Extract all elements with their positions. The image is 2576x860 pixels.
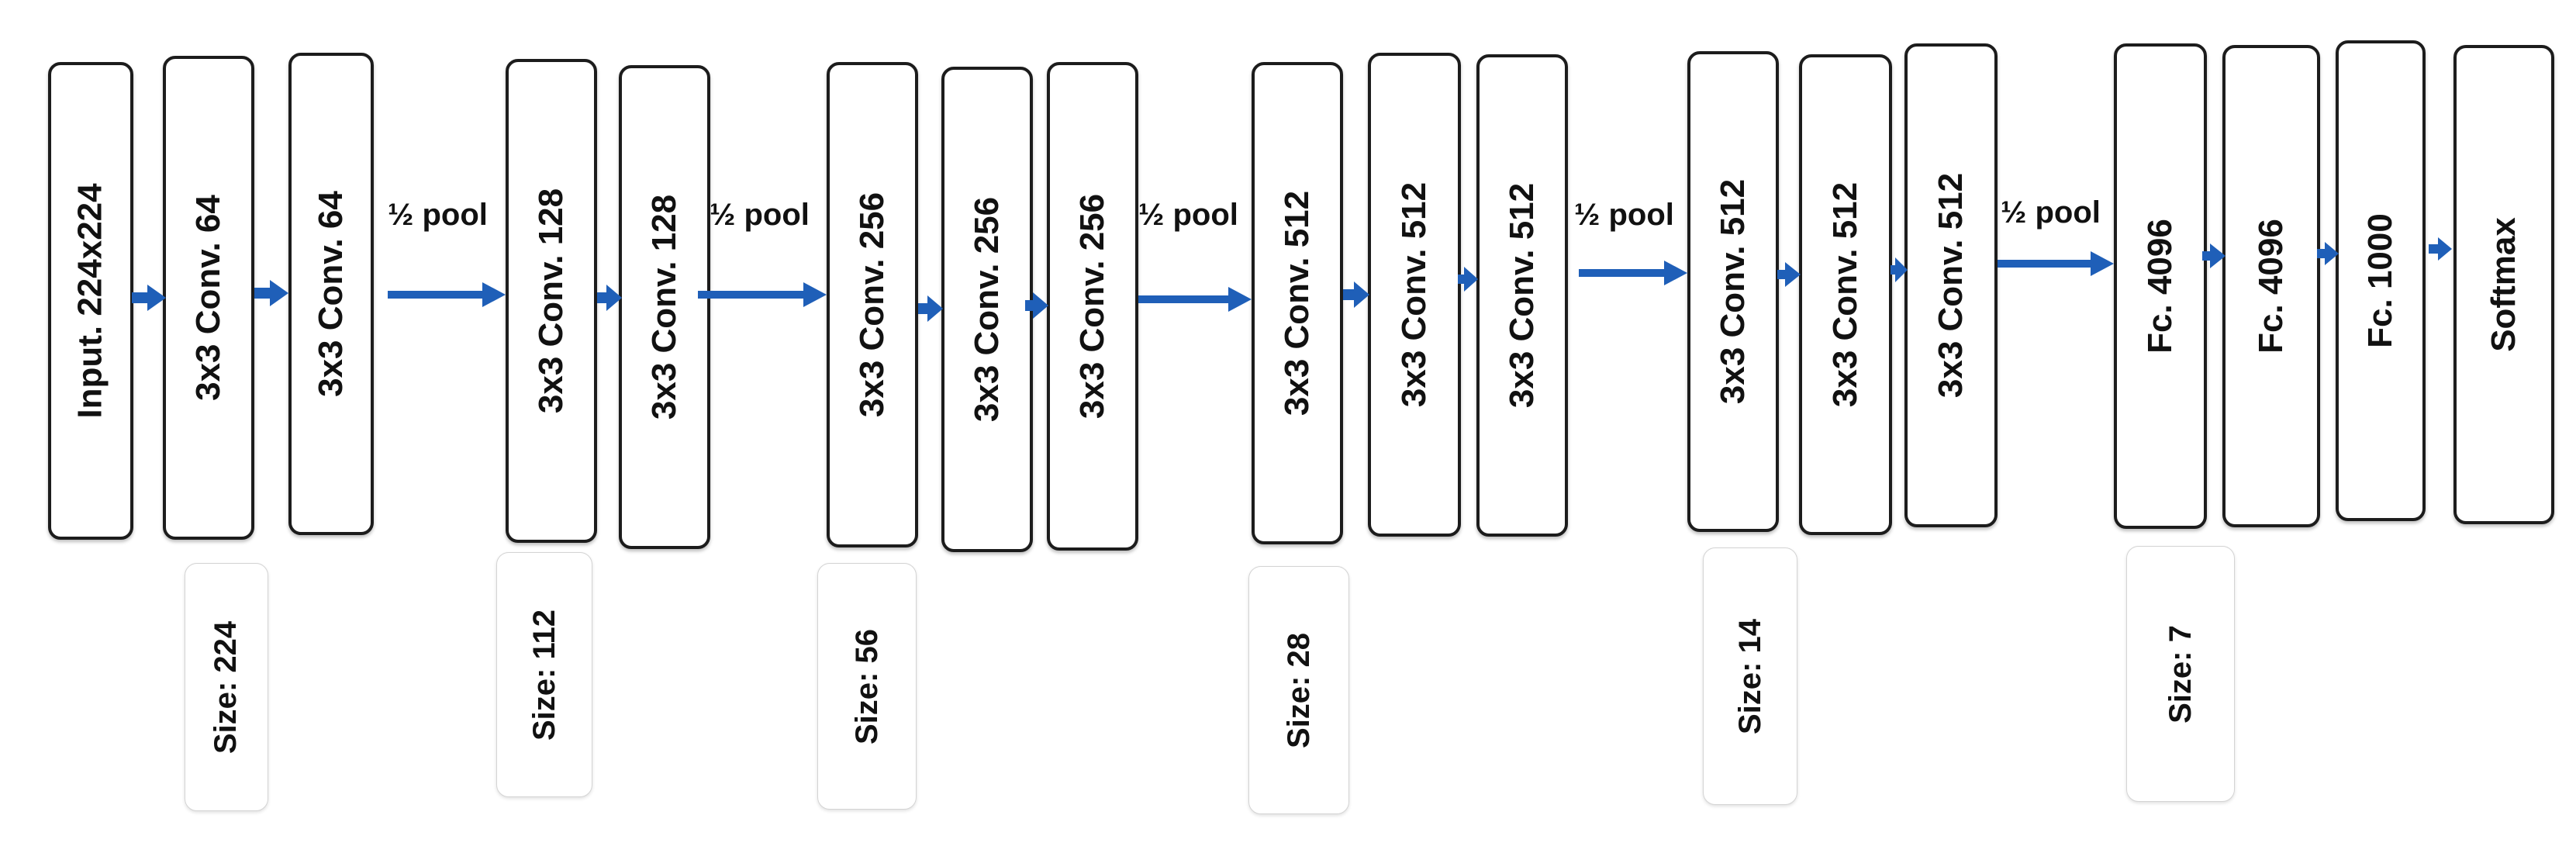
- layer-conv3-1: 3x3 Conv. 256: [827, 62, 918, 547]
- layer-label: 3x3 Conv. 256: [853, 192, 892, 418]
- size-label: Size: 7: [2163, 624, 2198, 724]
- arrow-icon: [388, 282, 506, 307]
- layer-label: Softmax: [2484, 217, 2522, 352]
- layer-fc3: Fc. 1000: [2336, 40, 2426, 521]
- size-badge-112: Size: 112: [496, 552, 592, 797]
- layer-label: Fc. 4096: [2141, 219, 2179, 354]
- arrow-icon: [698, 282, 827, 307]
- arrow-icon: [1777, 262, 1801, 287]
- pool-label-2: ½ pool: [710, 198, 810, 232]
- layer-conv5-3: 3x3 Conv. 512: [1904, 43, 1998, 527]
- layer-label: 3x3 Conv. 128: [645, 194, 684, 420]
- layer-conv5-2: 3x3 Conv. 512: [1799, 54, 1892, 535]
- layer-conv4-2: 3x3 Conv. 512: [1368, 53, 1461, 537]
- size-badge-7: Size: 7: [2126, 546, 2235, 802]
- layer-conv2-2: 3x3 Conv. 128: [619, 65, 710, 549]
- layer-conv5-1: 3x3 Conv. 512: [1687, 51, 1779, 532]
- layer-label: 3x3 Conv. 128: [532, 188, 571, 414]
- size-label: Size: 28: [1281, 632, 1316, 748]
- size-badge-56: Size: 56: [817, 563, 917, 810]
- layer-label: 3x3 Conv. 512: [1932, 172, 1970, 399]
- layer-label: 3x3 Conv. 512: [1278, 190, 1317, 416]
- layer-fc2: Fc. 4096: [2222, 45, 2320, 527]
- arrow-icon: [1138, 287, 1252, 312]
- size-label: Size: 112: [527, 609, 561, 741]
- pool-label-4: ½ pool: [1574, 198, 1674, 232]
- pool-label-5: ½ pool: [2001, 195, 2101, 230]
- layer-conv3-2: 3x3 Conv. 256: [941, 67, 1033, 552]
- arrow-icon: [1998, 251, 2114, 276]
- arrow-icon: [1579, 261, 1687, 285]
- arrow-icon: [597, 285, 622, 311]
- arrow-icon: [2317, 242, 2339, 265]
- arrow-icon: [254, 280, 288, 306]
- layer-label: Input. 224x224: [71, 183, 110, 419]
- size-badge-224: Size: 224: [185, 563, 268, 811]
- arrow-icon: [132, 285, 166, 311]
- layer-label: 3x3 Conv. 64: [189, 195, 228, 401]
- layer-label: 3x3 Conv. 64: [312, 191, 350, 397]
- layer-label: 3x3 Conv. 512: [1826, 181, 1865, 408]
- arrow-icon: [1025, 292, 1048, 319]
- layer-label: Fc. 4096: [2252, 219, 2290, 354]
- arrow-icon: [1343, 281, 1369, 308]
- pool-label-1: ½ pool: [388, 198, 488, 232]
- arrow-icon: [2429, 237, 2452, 261]
- layer-softmax: Softmax: [2453, 45, 2554, 524]
- layer-label: 3x3 Conv. 256: [968, 196, 1007, 423]
- layer-conv1-2: 3x3 Conv. 64: [288, 53, 374, 535]
- layer-label: 3x3 Conv. 256: [1073, 193, 1112, 420]
- size-badge-14: Size: 14: [1703, 547, 1797, 805]
- arrow-icon: [2202, 243, 2226, 268]
- layer-label: 3x3 Conv. 512: [1503, 182, 1542, 409]
- layer-conv4-3: 3x3 Conv. 512: [1476, 54, 1568, 537]
- pool-label-3: ½ pool: [1138, 198, 1238, 232]
- layer-conv1-1: 3x3 Conv. 64: [163, 56, 254, 540]
- size-label: Size: 14: [1732, 618, 1767, 734]
- layer-input: Input. 224x224: [48, 62, 133, 540]
- layer-conv2-1: 3x3 Conv. 128: [506, 59, 597, 543]
- size-label: Size: 56: [849, 628, 884, 744]
- layer-label: Fc. 1000: [2361, 213, 2399, 348]
- layer-label: 3x3 Conv. 512: [1395, 181, 1434, 408]
- size-label: Size: 224: [209, 620, 243, 754]
- layer-conv4-1: 3x3 Conv. 512: [1252, 62, 1343, 544]
- size-badge-28: Size: 28: [1248, 566, 1349, 814]
- arrow-icon: [1458, 267, 1478, 292]
- arrow-icon: [918, 295, 943, 322]
- layer-fc1: Fc. 4096: [2114, 43, 2207, 529]
- layer-conv3-3: 3x3 Conv. 256: [1047, 62, 1138, 551]
- layer-label: 3x3 Conv. 512: [1714, 178, 1752, 405]
- arrow-icon: [1891, 257, 1908, 282]
